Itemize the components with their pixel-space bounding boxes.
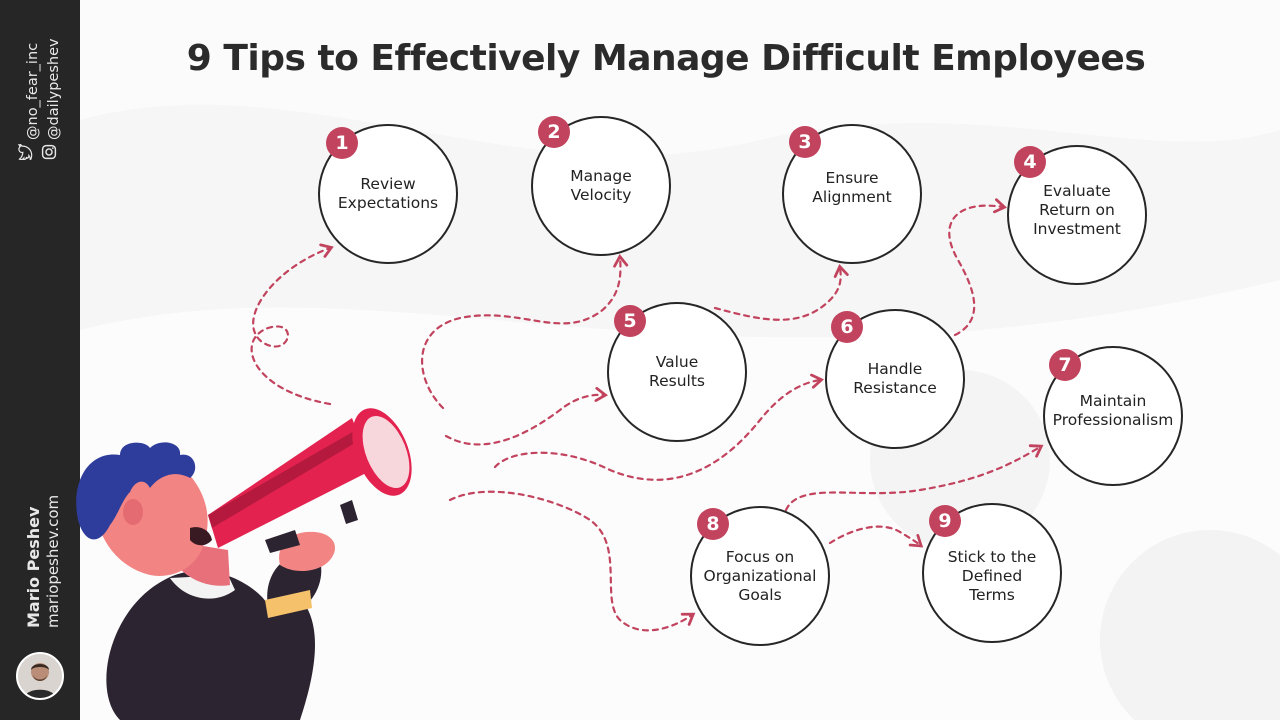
tip-2: Manage Velocity <box>531 116 671 256</box>
path-to-tip-7 <box>784 444 1044 512</box>
tip-number-badge: 3 <box>789 126 821 158</box>
tip-label: Review Expectations <box>337 175 439 212</box>
path-to-tip-8 <box>448 490 696 632</box>
tip-number-badge: 7 <box>1049 349 1081 381</box>
avatar <box>16 652 64 700</box>
path-to-tip-9 <box>828 525 924 548</box>
tip-number-badge: 1 <box>326 127 358 159</box>
tip-number-badge: 6 <box>831 311 863 343</box>
sidebar: @no_fear_inc @dailypeshev Mario Peshev m… <box>0 0 80 720</box>
megaphone <box>208 408 412 553</box>
tip-label: Value Results <box>649 353 705 390</box>
page-title: 9 Tips to Effectively Manage Difficult E… <box>186 38 1146 79</box>
hair <box>76 442 196 540</box>
path-to-tip-6 <box>493 373 824 481</box>
tip-label: Ensure Alignment <box>812 169 892 206</box>
path-to-tip-2 <box>421 253 629 410</box>
twitter-icon <box>17 144 33 160</box>
instagram-icon <box>41 144 57 160</box>
tip-number-badge: 5 <box>614 305 646 337</box>
path-to-tip-1 <box>250 243 334 406</box>
tip-label: Handle Resistance <box>853 360 937 397</box>
tip-label: Maintain Professionalism <box>1052 392 1174 429</box>
path-to-tip-5 <box>444 386 609 446</box>
avatar-portrait-icon <box>18 654 62 698</box>
path-to-tip-4 <box>948 198 1007 337</box>
tip-number-badge: 8 <box>697 508 729 540</box>
tip-label: Focus on Organizational Goals <box>703 547 817 604</box>
tip-label: Stick to the Defined Terms <box>947 547 1037 604</box>
tip-number-badge: 2 <box>538 116 570 148</box>
tip-number-badge: 9 <box>929 505 961 537</box>
tip-number-badge: 4 <box>1014 146 1046 178</box>
path-to-tip-3 <box>713 264 849 321</box>
tip-label: Evaluate Return on Investment <box>1033 181 1121 238</box>
tip-label: Manage Velocity <box>570 167 632 204</box>
jacket <box>106 570 315 720</box>
